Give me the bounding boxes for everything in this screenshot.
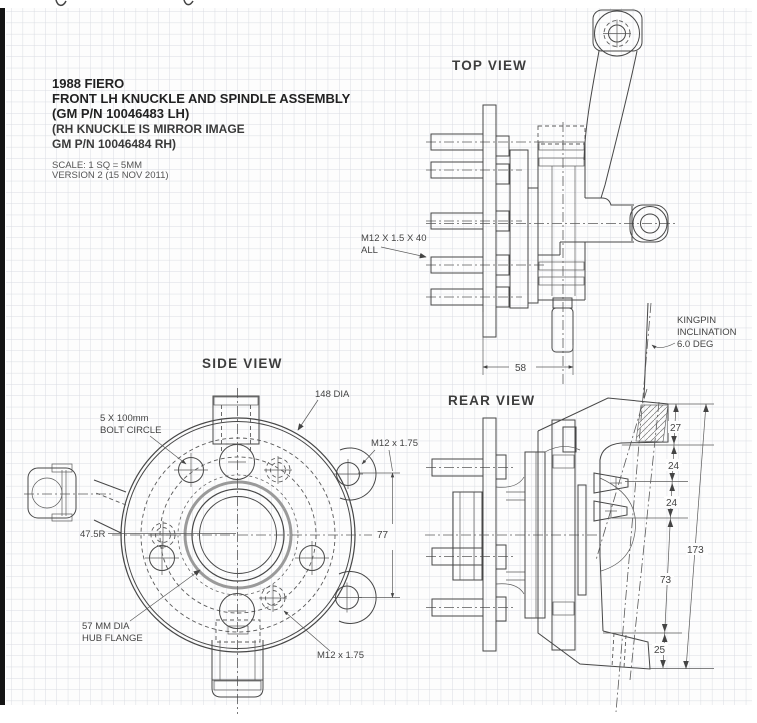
upper-boss-side-view xyxy=(212,395,260,452)
kingpin-stud xyxy=(551,122,574,385)
dim-73-value: 73 xyxy=(660,575,672,586)
caliper-hole-lower-label: M12 x 1.75 xyxy=(317,650,364,661)
hub-flange-line-2: HUB FLANGE xyxy=(82,633,143,644)
scale-note: SCALE: 1 SQ = 5MM xyxy=(52,160,142,171)
lower-boss-side-view xyxy=(211,619,264,698)
flange-circles xyxy=(112,388,372,714)
rear-dimension-chain: 27 24 24 73 25 173 xyxy=(603,403,714,670)
dim-25-value: 25 xyxy=(654,645,666,656)
graph-paper-grid xyxy=(6,8,752,705)
side-view-label: SIDE VIEW xyxy=(202,356,283,371)
title-line-1: 1988 FIERO xyxy=(52,76,124,91)
left-edge-bar xyxy=(0,8,5,705)
dim-24a-value: 24 xyxy=(668,461,680,472)
kingpin-note-line-1: KINGPIN xyxy=(677,315,716,326)
radius-annotation: 47.5R xyxy=(80,529,236,540)
knuckle-body-top-view xyxy=(482,104,586,338)
rear-view: REAR VIEW xyxy=(425,388,714,681)
caliper-hole-lower-annotation: M12 x 1.75 xyxy=(283,610,364,661)
bolt-circle-line-1: 5 X 100mm xyxy=(100,413,149,424)
spindle-top-view xyxy=(426,197,676,256)
kingpin-note-line-2: INCLINATION xyxy=(677,327,737,338)
top-view: TOP VIEW xyxy=(361,9,676,385)
handwriting-marks xyxy=(55,0,194,7)
dim-27-value: 27 xyxy=(670,423,682,434)
caliper-hole-upper-label: M12 x 1.75 xyxy=(371,438,418,449)
title-line-3: (GM P/N 10046483 LH) xyxy=(52,106,189,121)
steering-arm xyxy=(24,463,127,534)
outer-dia-label: 148 DIA xyxy=(315,389,350,400)
caliper-hole-upper-annotation: M12 x 1.75 xyxy=(361,438,418,472)
dim-173-value: 173 xyxy=(687,545,704,556)
title-line-5: GM P/N 10046484 RH) xyxy=(52,137,176,151)
stud-spec-line-1: M12 X 1.5 X 40 xyxy=(361,233,426,244)
title-line-4: (RH KNUCKLE IS MIRROR IMAGE xyxy=(52,122,245,136)
title-block: 1988 FIERO FRONT LH KNUCKLE AND SPINDLE … xyxy=(52,76,351,181)
dim-24b-value: 24 xyxy=(666,498,678,509)
bolt-circle-holes xyxy=(145,444,329,629)
hub-flange-line-1: 57 MM DIA xyxy=(82,621,130,632)
kingpin-axis: KINGPIN INCLINATION 6.0 DEG xyxy=(615,302,737,713)
side-view: SIDE VIEW xyxy=(24,356,418,714)
title-line-2: FRONT LH KNUCKLE AND SPINDLE ASSEMBLY xyxy=(52,91,351,106)
bolt-circle-annotation: 5 X 100mm BOLT CIRCLE xyxy=(100,413,187,465)
version-note: VERSION 2 (15 NOV 2011) xyxy=(52,170,169,181)
stud-spec-annotation: M12 X 1.5 X 40 ALL xyxy=(361,233,427,259)
caliper-ears xyxy=(332,447,377,624)
hub-and-plate-rear-view xyxy=(425,417,600,652)
rear-view-label: REAR VIEW xyxy=(448,393,535,408)
dimension-58: 58 xyxy=(482,312,574,375)
kingpin-note-line-3: 6.0 DEG xyxy=(677,339,713,350)
stud-spec-line-2: ALL xyxy=(361,245,378,256)
hub-flange-annotation: 57 MM DIA HUB FLANGE xyxy=(82,569,201,644)
dimension-77: 77 xyxy=(358,472,400,598)
knuckle-body-rear-view xyxy=(495,388,669,681)
radius-label: 47.5R xyxy=(80,529,105,540)
dim-58-value: 58 xyxy=(515,363,527,374)
bolt-circle-line-2: BOLT CIRCLE xyxy=(100,425,161,436)
upper-ball-joint-boss xyxy=(583,9,643,199)
outer-dia-annotation: 148 DIA xyxy=(297,389,350,431)
dim-77-value: 77 xyxy=(377,530,389,541)
top-view-label: TOP VIEW xyxy=(452,58,527,73)
